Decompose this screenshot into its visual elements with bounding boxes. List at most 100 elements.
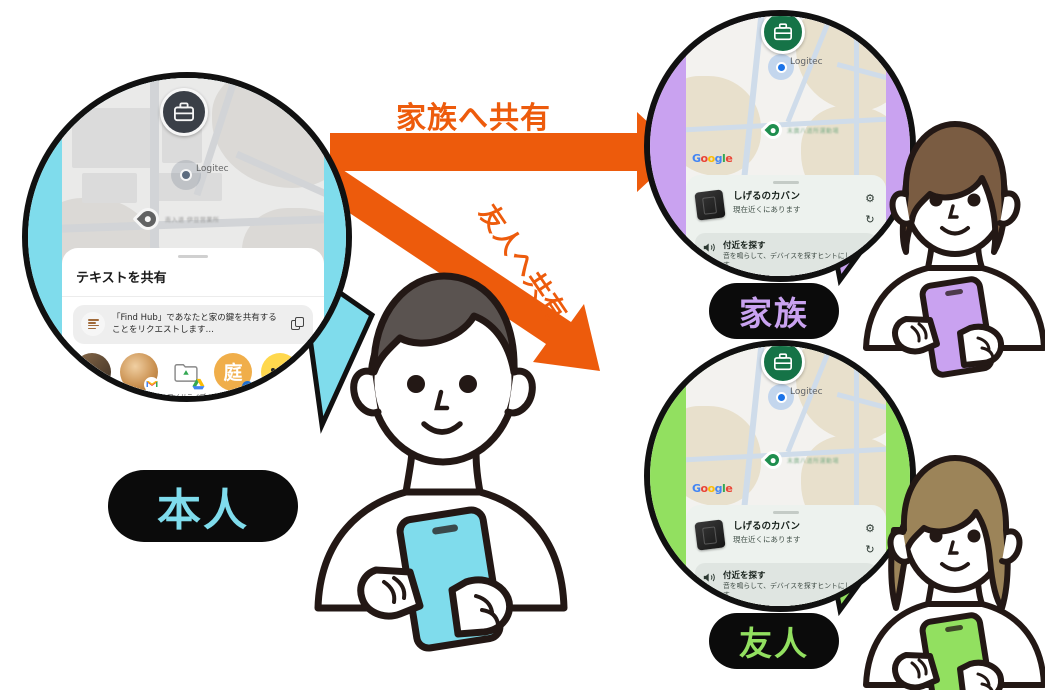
friend-map-label-0: 末廣八道所運動場 — [787, 458, 840, 465]
share-text-chip[interactable]: 「Find Hub」であなたと家の鍵を共有することをリクエストします… — [73, 305, 313, 344]
friend-find-nearby-cta[interactable]: 付近を探す 音を鳴らして、デバイスを探すヒントにします › — [695, 563, 877, 606]
family-eye-left — [929, 193, 943, 207]
briefcase-icon[interactable] — [160, 88, 208, 136]
family-eye-right — [967, 193, 981, 207]
friend-location-dot — [776, 392, 787, 403]
share-sheet-title: テキストを共有 — [76, 271, 167, 286]
friend-device-sheet: しげるのカバン 現在近くにあります ⚙ ↻ — [686, 505, 886, 606]
line-icon — [242, 380, 253, 392]
family-phone-bubble: Logitec 末廣八道所運動場 Google — [644, 10, 916, 282]
family-find-nearby-cta[interactable]: 付近を探す 音を鳴らして、デバイスを探すヒントにします › — [695, 233, 877, 276]
family-mouth — [940, 226, 970, 236]
share-text-value: 「Find Hub」であなたと家の鍵を共有することをリクエストします… — [112, 313, 277, 336]
family-device-status: 現在近くにあります — [733, 205, 801, 215]
friend-device-name: しげるのカバン — [733, 521, 800, 532]
self-role-pill: 本人 — [108, 470, 298, 542]
friend-person-illustration — [863, 455, 1045, 690]
refresh-icon[interactable]: ↻ — [865, 214, 875, 226]
self-hand-left — [357, 566, 424, 620]
friend-briefcase-icon[interactable] — [761, 346, 805, 384]
self-nose — [434, 389, 450, 411]
self-role-label: 本人 — [157, 485, 249, 536]
family-device-sheet: しげるのカバン 現在近くにあります ⚙ ↻ — [686, 175, 886, 276]
self-person-illustration — [314, 272, 568, 652]
friend-chevron-right-icon[interactable]: › — [865, 573, 869, 584]
friend-hand-left — [892, 652, 940, 690]
friend-gear-icon[interactable]: ⚙ — [865, 523, 875, 535]
family-device-name: しげるのカバン — [733, 191, 800, 202]
share-targets-row: 契約者名 — [62, 344, 324, 401]
tracker-tag-image — [694, 189, 726, 221]
share-target-2[interactable]: マイドライブ — [167, 352, 206, 396]
family-map-poi-logitec: Logitec — [790, 57, 823, 67]
friend-sheet-grabber[interactable] — [773, 511, 799, 514]
friend-map-pin-green[interactable] — [760, 447, 786, 473]
whatsapp-icon — [97, 376, 112, 392]
copy-icon[interactable] — [291, 317, 305, 331]
family-person-illustration — [863, 121, 1045, 378]
share-target-3[interactable]: 庭 庭のグループ — [214, 352, 253, 401]
friend-nose — [947, 540, 959, 555]
family-role-label: 家族 — [739, 294, 809, 333]
family-location-dot — [776, 62, 787, 73]
self-ear-left — [350, 367, 382, 417]
share-to-family-label: 家族へ共有 — [396, 101, 551, 136]
friend-role-label: 友人 — [739, 624, 809, 663]
gear-icon[interactable]: ⚙ — [865, 193, 875, 205]
friend-google-watermark: Google — [692, 482, 733, 495]
family-map-pin-green[interactable] — [760, 117, 786, 143]
share-target-0-label: 契約者名 — [73, 393, 111, 396]
google-watermark: Google — [692, 152, 733, 165]
family-map-label-0: 末廣八道所運動場 — [787, 128, 840, 135]
family-nose — [947, 204, 959, 219]
gmail-icon — [144, 376, 159, 392]
share-target-1-label: 契約者名 — [120, 393, 158, 396]
share-to-friend-arrow — [312, 166, 600, 371]
friend-eye-left — [929, 529, 943, 543]
chevron-right-icon[interactable]: › — [865, 243, 869, 254]
family-cta-subtitle: 音を鳴らして、デバイスを探すヒントにします — [723, 252, 859, 270]
family-cta-title: 付近を探す — [723, 241, 766, 251]
family-ear-left — [889, 190, 913, 227]
family-hand-right — [957, 323, 1004, 368]
friend-refresh-icon[interactable]: ↻ — [865, 544, 875, 556]
text-lines-icon — [81, 312, 105, 337]
share-target-3-label: 庭のグループ — [214, 392, 253, 401]
friend-map-poi-logitec: Logitec — [790, 387, 823, 397]
family-phone-screen: Logitec 末廣八道所運動場 Google — [686, 16, 886, 276]
sound-waves-icon — [703, 239, 716, 253]
friend-ear-right — [999, 528, 1023, 565]
share-sheet: テキストを共有 「Find Hub」であなたと家の鍵を共有することをリクエストし… — [62, 248, 324, 401]
friend-device-status: 現在近くにあります — [733, 535, 801, 545]
share-target-4[interactable] — [261, 352, 299, 391]
family-ear-right — [997, 190, 1021, 227]
self-hand-right — [448, 576, 513, 638]
friend-sound-waves-icon — [703, 569, 716, 583]
friend-mouth — [940, 562, 970, 572]
self-ear-right — [504, 367, 536, 417]
share-target-1[interactable]: 契約者名 — [120, 352, 159, 396]
share-target-0[interactable]: 契約者名 — [73, 352, 112, 396]
friend-eye-right — [967, 529, 981, 543]
friend-cta-title: 付近を探す — [723, 571, 766, 581]
self-mouth — [421, 421, 463, 435]
family-role-pill: 家族 — [709, 283, 839, 339]
self-phone-bubble: Logitec 南入退 伊豆営業所 末廣八道所運動場 — [22, 72, 352, 402]
self-hair — [370, 272, 518, 376]
friend-phone-bubble: Logitec 末廣八道所運動場 Google — [644, 340, 916, 612]
current-location-dot — [180, 169, 192, 181]
friend-cta-subtitle: 音を鳴らして、デバイスを探すヒントにします — [723, 582, 859, 600]
sheet-divider — [62, 296, 324, 297]
family-sheet-grabber[interactable] — [773, 181, 799, 184]
friend-ear-left — [887, 528, 911, 565]
family-briefcase-icon[interactable] — [761, 16, 805, 54]
sheet-grabber[interactable] — [178, 255, 208, 258]
friend-role-pill: 友人 — [709, 613, 839, 669]
family-device-card[interactable]: しげるのカバン 現在近くにあります ⚙ ↻ — [686, 184, 886, 231]
friend-hair — [888, 455, 1011, 611]
share-to-family-arrow — [330, 112, 680, 192]
friend-device-card[interactable]: しげるのカバン 現在近くにあります ⚙ ↻ — [686, 514, 886, 561]
family-hair — [899, 121, 1008, 255]
